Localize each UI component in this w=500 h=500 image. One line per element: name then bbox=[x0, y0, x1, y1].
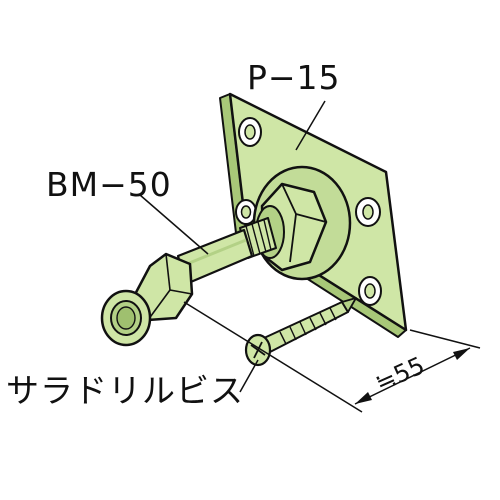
dimension-arrow-right bbox=[453, 348, 470, 360]
label-screw: サラドリルビス bbox=[6, 371, 244, 410]
extension-line-end bbox=[183, 301, 363, 413]
dimension-arrow-left bbox=[355, 392, 372, 404]
label-plate: P−15 bbox=[247, 58, 341, 97]
dimension-annotation bbox=[183, 301, 481, 413]
drill-screw bbox=[244, 297, 357, 367]
label-bolt: BM−50 bbox=[46, 165, 172, 204]
leader-bolt bbox=[139, 194, 209, 255]
plate-hole-bottom-right bbox=[358, 276, 382, 306]
leader-lines bbox=[139, 100, 326, 393]
plate-hole-top-right bbox=[355, 197, 381, 227]
bolt-hex-coupler bbox=[100, 252, 194, 347]
leader-screw bbox=[239, 359, 259, 393]
dimension-line bbox=[354, 347, 471, 405]
bolt-rod bbox=[176, 217, 277, 286]
label-dimension: ≒55 bbox=[371, 351, 429, 397]
extension-line-plate bbox=[409, 329, 481, 349]
leader-plate bbox=[295, 100, 326, 151]
plate-hole-top-left bbox=[238, 117, 262, 147]
